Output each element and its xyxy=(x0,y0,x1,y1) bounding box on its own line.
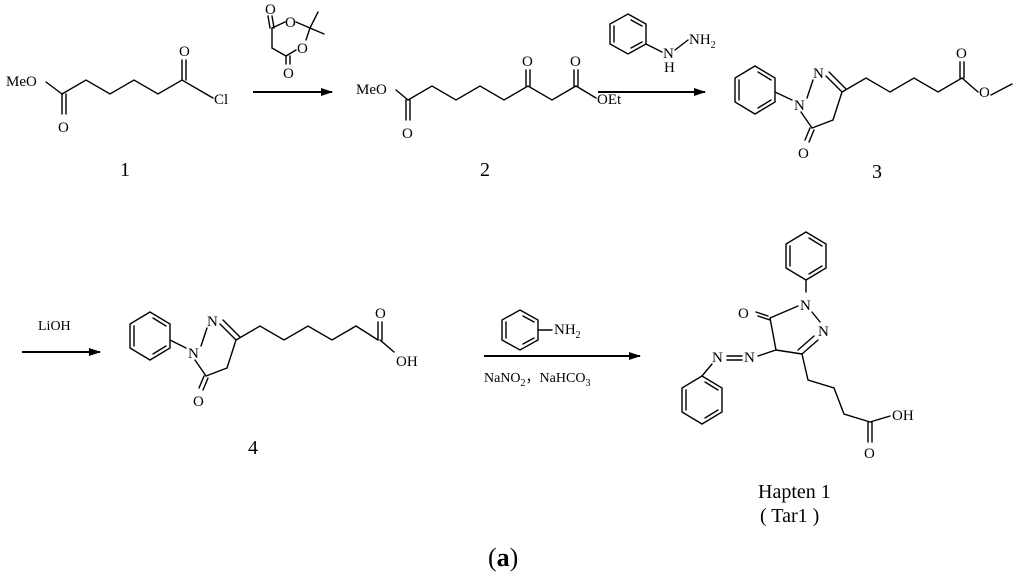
hydrazine-nh2-label: NH2 xyxy=(689,32,716,51)
hydrazine-n-label: N xyxy=(663,46,674,62)
compound-number-1: 1 xyxy=(120,159,130,181)
phenylhydrazine-reagent: N H NH2 xyxy=(609,13,716,76)
h-acid-o: O xyxy=(864,446,875,462)
meldrum-o-carbonyl-1: O xyxy=(265,2,276,18)
compound-2-beta-ketoester: MeO O O O OEt 2 xyxy=(356,54,622,181)
figure-caption: (a) xyxy=(488,543,518,572)
reagent-lioh: LiOH xyxy=(38,319,71,334)
aniline-nh2-label: NH2 xyxy=(554,322,581,341)
meldrum-o-carbonyl-2: O xyxy=(283,66,294,82)
c2-meo-label: MeO xyxy=(356,82,387,98)
meldrums-acid-reagent: O O O O xyxy=(265,2,325,82)
hapten-1-structure: N N O N N OH O Hapten 1 ( Tar1 ) xyxy=(681,231,914,527)
h-azo-n2-label: N xyxy=(712,350,723,366)
c1-carbonyl-o-top: O xyxy=(179,44,190,60)
compound-number-2: 2 xyxy=(480,159,490,181)
c3-ester-o-top: O xyxy=(956,46,967,62)
c4-n1-label: N xyxy=(188,346,199,362)
c2-oet-label: OEt xyxy=(597,92,622,108)
h-azo-n1-label: N xyxy=(744,350,755,366)
c4-carbonyl-o: O xyxy=(193,394,204,410)
hapten-name: Hapten 1 xyxy=(758,481,831,503)
c1-meo-label: MeO xyxy=(6,74,37,90)
c3-carbonyl-o: O xyxy=(798,146,809,162)
hapten-alias: ( Tar1 ) xyxy=(760,505,819,527)
c2-ester-o-top: O xyxy=(570,54,581,70)
aniline-reagent: NH2 xyxy=(501,309,581,351)
c2-keto-o: O xyxy=(522,54,533,70)
meldrum-o-ring-2: O xyxy=(297,41,308,57)
c3-n2-label: N xyxy=(813,66,824,82)
compound-1-methyl-adipoyl-chloride: MeO O O Cl 1 xyxy=(6,44,228,181)
h-carbonyl-o: O xyxy=(738,306,749,322)
compound-3-pyrazolone-methyl-ester: N N O O O 3 xyxy=(734,46,1013,183)
c3-ester-o: O xyxy=(979,85,990,101)
c4-n2-label: N xyxy=(207,314,218,330)
h-n1-label: N xyxy=(800,298,811,314)
c1-carbonyl-o-bottom: O xyxy=(58,120,69,136)
conditions-nano2-nahco3: NaNO2，NaHCO3 xyxy=(484,371,590,389)
hydrazine-h-label: H xyxy=(664,60,675,76)
h-n2-label: N xyxy=(818,324,829,340)
c3-n1-label: N xyxy=(794,98,805,114)
meldrum-o-ring-1: O xyxy=(285,15,296,31)
c4-oh-label: OH xyxy=(396,354,418,370)
c2-carbonyl-o-bottom: O xyxy=(402,126,413,142)
h-oh-label: OH xyxy=(892,408,914,424)
c1-cl-label: Cl xyxy=(214,92,228,108)
c4-acid-o-top: O xyxy=(375,306,386,322)
compound-number-4: 4 xyxy=(248,437,258,459)
compound-number-3: 3 xyxy=(872,161,882,183)
compound-4-pyrazolone-acid: N N O O OH 4 xyxy=(129,306,418,459)
